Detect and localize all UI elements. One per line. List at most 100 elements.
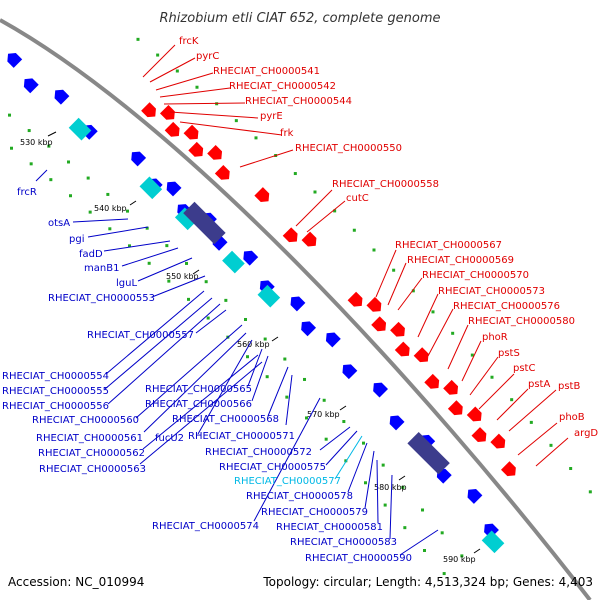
rna-gene[interactable]: [68, 117, 92, 141]
gene-label[interactable]: RHECIAT_CH0000568: [172, 414, 279, 425]
forward-gene-arrow[interactable]: [413, 347, 432, 365]
gene-label[interactable]: RHECIAT_CH0000563: [39, 464, 146, 475]
gene-label[interactable]: pstS: [498, 348, 520, 359]
gene-label[interactable]: RHECIAT_CH0000562: [38, 448, 145, 459]
gene-label[interactable]: RHECIAT_CH0000567: [395, 240, 502, 251]
reverse-gene-arrow[interactable]: [339, 361, 358, 380]
gene-label[interactable]: otsA: [48, 218, 70, 229]
gene-label[interactable]: lguL: [116, 278, 137, 289]
gene-label[interactable]: RHECIAT_CH0000556: [2, 401, 109, 412]
gene-label[interactable]: manB1: [84, 263, 119, 274]
forward-gene-arrow[interactable]: [443, 379, 461, 398]
forward-gene-arrow[interactable]: [254, 187, 272, 205]
gene-label-highlighted[interactable]: RHECIAT_CH0000577: [234, 476, 341, 487]
forward-gene-arrow[interactable]: [371, 316, 389, 334]
gene-label[interactable]: frcR: [17, 187, 37, 198]
gene-label[interactable]: pgi: [69, 234, 84, 245]
gene-label[interactable]: RHECIAT_CH0000570: [422, 270, 529, 281]
reverse-gene-arrow[interactable]: [163, 178, 182, 197]
gene-label[interactable]: pyrC: [196, 51, 219, 62]
gene-label[interactable]: RHECIAT_CH0000558: [332, 179, 439, 190]
gene-label[interactable]: RHECIAT_CH0000553: [48, 293, 155, 304]
reverse-gene-arrow[interactable]: [322, 329, 341, 348]
gene-features: [4, 49, 519, 554]
reverse-gene-arrow[interactable]: [20, 75, 39, 94]
forward-gene-arrow[interactable]: [301, 231, 320, 250]
reverse-gene-arrow[interactable]: [298, 318, 317, 337]
forward-gene-arrow[interactable]: [214, 164, 233, 183]
gene-label[interactable]: fadD: [79, 249, 103, 260]
gene-label[interactable]: RHECIAT_CH0000555: [2, 386, 109, 397]
gene-label[interactable]: RHECIAT_CH0000544: [245, 96, 352, 107]
forward-gene-arrow[interactable]: [347, 291, 366, 310]
gene-label[interactable]: RHECIAT_CH0000576: [453, 301, 560, 312]
gene-label[interactable]: RHECIAT_CH0000573: [438, 286, 545, 297]
forward-gene-arrow[interactable]: [164, 121, 183, 140]
gene-label[interactable]: RHECIAT_CH0000569: [407, 255, 514, 266]
gene-label[interactable]: RHECIAT_CH0000590: [305, 553, 412, 564]
gene-label[interactable]: RHECIAT_CH0000560: [32, 415, 139, 426]
gene-label[interactable]: pstC: [513, 363, 535, 374]
gene-label[interactable]: RHECIAT_CH0000572: [205, 447, 312, 458]
forward-gene-arrow[interactable]: [390, 321, 408, 340]
gene-label[interactable]: RHECIAT_CH0000566: [145, 399, 252, 410]
forward-gene-arrow[interactable]: [188, 141, 206, 160]
gene-label[interactable]: RHECIAT_CH0000561: [36, 433, 143, 444]
forward-gene-arrow[interactable]: [490, 433, 508, 452]
gene-label[interactable]: RHECIAT_CH0000550: [295, 143, 402, 154]
rna-gene[interactable]: [174, 207, 198, 231]
reverse-gene-arrow[interactable]: [464, 485, 483, 504]
reverse-gene-arrow[interactable]: [4, 49, 23, 68]
gene-label[interactable]: RHECIAT_CH0000541: [213, 66, 320, 77]
gene-label[interactable]: RHECIAT_CH0000565: [145, 384, 252, 395]
forward-gene-arrow[interactable]: [207, 144, 225, 163]
gc-skew-mark: [195, 85, 199, 89]
gene-label[interactable]: RHECIAT_CH0000557: [87, 330, 194, 341]
reverse-gene-arrow[interactable]: [287, 293, 306, 312]
rna-gene[interactable]: [139, 176, 163, 200]
reverse-gene-arrow[interactable]: [240, 247, 259, 266]
gene-label[interactable]: frk: [280, 128, 294, 139]
reverse-gene-arrow[interactable]: [51, 86, 70, 105]
forward-gene-arrow[interactable]: [424, 373, 442, 392]
forward-gene-arrow[interactable]: [501, 461, 519, 479]
reverse-gene-arrow[interactable]: [370, 379, 388, 398]
gene-label[interactable]: frcK: [179, 36, 199, 47]
gene-label[interactable]: RHECIAT_CH0000571: [188, 431, 295, 442]
gene-label[interactable]: RHECIAT_CH0000581: [276, 522, 383, 533]
forward-gene-arrow[interactable]: [366, 296, 384, 315]
forward-gene-arrow[interactable]: [447, 400, 466, 418]
forward-gene-arrow[interactable]: [282, 227, 301, 245]
rna-gene[interactable]: [257, 284, 281, 308]
gene-label[interactable]: pstB: [558, 381, 580, 392]
gene-label[interactable]: phoR: [482, 332, 508, 343]
rna-gene[interactable]: [222, 250, 245, 274]
gene-label[interactable]: RHECIAT_CH0000580: [468, 316, 575, 327]
gene-label[interactable]: RHECIAT_CH0000554: [2, 371, 109, 382]
operon-block[interactable]: [183, 201, 226, 245]
gene-label[interactable]: RHECIAT_CH0000583: [290, 537, 397, 548]
gene-label[interactable]: pstA: [528, 379, 550, 390]
gc-skew-mark: [244, 317, 248, 321]
forward-gene-arrow[interactable]: [141, 102, 159, 120]
gene-label[interactable]: RHECIAT_CH0000579: [261, 507, 368, 518]
gene-label[interactable]: RHECIAT_CH0000574: [152, 521, 259, 532]
operon-block[interactable]: [407, 432, 450, 475]
gene-label[interactable]: argD: [574, 428, 598, 439]
forward-gene-arrow[interactable]: [471, 427, 490, 445]
gene-label[interactable]: fucU2: [155, 433, 184, 444]
rna-gene[interactable]: [481, 530, 505, 554]
reverse-gene-arrow[interactable]: [128, 148, 147, 167]
forward-gene-arrow[interactable]: [159, 104, 178, 123]
forward-gene-arrow[interactable]: [394, 341, 413, 360]
gene-label[interactable]: RHECIAT_CH0000542: [229, 81, 336, 92]
gene-label[interactable]: RHECIAT_CH0000578: [246, 491, 353, 502]
reverse-gene-arrow[interactable]: [386, 412, 405, 431]
gene-label[interactable]: phoB: [559, 412, 585, 423]
reverse-gene-arrow[interactable]: [433, 465, 452, 484]
forward-gene-arrow[interactable]: [183, 124, 202, 143]
forward-gene-arrow[interactable]: [466, 406, 485, 425]
gene-label[interactable]: RHECIAT_CH0000575: [219, 462, 326, 473]
gene-label[interactable]: cutC: [346, 193, 369, 204]
gene-label[interactable]: pyrE: [260, 111, 283, 122]
